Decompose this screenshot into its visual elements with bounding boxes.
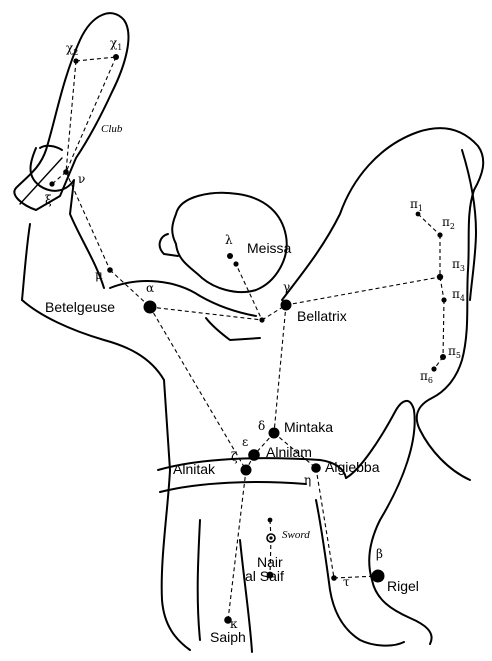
star-pi3 bbox=[437, 274, 443, 280]
greek-epsilon: ε bbox=[242, 435, 248, 449]
line-bellatrix-mintaka bbox=[274, 305, 286, 433]
line-pi1-pi2 bbox=[418, 214, 440, 235]
star-nu bbox=[63, 169, 69, 175]
annotation-sword: Sword bbox=[282, 529, 310, 541]
star-rigel bbox=[372, 570, 385, 583]
star-pi6 bbox=[431, 366, 436, 371]
line-mu-betelgeuse bbox=[110, 270, 150, 307]
greek-zeta: ζ bbox=[231, 450, 238, 464]
greek-pi3: π3 bbox=[452, 257, 465, 273]
greek-pi2: π2 bbox=[442, 215, 455, 231]
greek-alpha: α bbox=[146, 281, 154, 295]
star-chi1 bbox=[113, 54, 119, 60]
greek-nu: ν bbox=[78, 172, 85, 186]
star-meissa bbox=[227, 253, 233, 259]
greek-tau: τ bbox=[343, 575, 350, 589]
star-tau bbox=[331, 575, 337, 581]
line-chi2-nu bbox=[66, 61, 76, 172]
greek-pi4: π4 bbox=[452, 287, 465, 303]
annotation-club: Club bbox=[101, 123, 123, 135]
star-xi bbox=[49, 181, 54, 186]
annotations: Club Sword bbox=[101, 123, 310, 541]
star-meissa-companion bbox=[233, 261, 238, 266]
star-mintaka bbox=[269, 428, 280, 439]
label-mintaka: Mintaka bbox=[284, 419, 333, 435]
orion-figure-outline bbox=[14, 13, 483, 652]
star-chi2 bbox=[73, 58, 78, 63]
star-orion-nebula-core bbox=[269, 536, 272, 539]
line-bellatrix-pi3 bbox=[286, 277, 440, 305]
label-alnitak: Alnitak bbox=[173, 461, 216, 477]
line-chi2-chi1 bbox=[76, 57, 116, 61]
star-alnitak bbox=[241, 465, 252, 476]
label-meissa: Meissa bbox=[247, 240, 292, 256]
star-betelgeuse bbox=[144, 301, 157, 314]
greek-pi6: π6 bbox=[420, 369, 433, 385]
greek-chi2: χ2 bbox=[66, 41, 78, 57]
star-alnilam bbox=[248, 449, 260, 461]
star-pi2 bbox=[437, 232, 442, 237]
label-saiph: Saiph bbox=[210, 629, 246, 645]
line-algiebba-tau bbox=[316, 468, 334, 578]
line-chi1-nu bbox=[66, 57, 116, 172]
greek-lambda: λ bbox=[225, 233, 233, 247]
greek-eta: η bbox=[304, 473, 311, 487]
star-sword-upper bbox=[268, 518, 273, 523]
star-algiebba bbox=[311, 463, 321, 473]
line-pi4-pi5 bbox=[443, 300, 444, 357]
greek-chi1: χ1 bbox=[110, 36, 122, 52]
greek-pi5: π5 bbox=[448, 344, 461, 360]
greek-gamma: γ bbox=[283, 280, 290, 294]
label-nair-line2: al Saif bbox=[245, 568, 284, 584]
label-bellatrix: Bellatrix bbox=[297, 308, 347, 324]
label-rigel: Rigel bbox=[387, 578, 419, 594]
line-pi3-pi4 bbox=[440, 277, 444, 300]
greek-delta: δ bbox=[258, 419, 265, 433]
label-alnilam: Alnilam bbox=[266, 444, 312, 460]
greek-pi1: π1 bbox=[410, 197, 423, 213]
star-pi4 bbox=[441, 297, 446, 302]
greek-beta: β bbox=[376, 547, 383, 561]
line-alnitak-saiph bbox=[228, 470, 246, 620]
greek-mu: μ bbox=[95, 268, 103, 282]
label-algiebba: Algiebba bbox=[325, 459, 380, 475]
star-bellatrix bbox=[281, 300, 292, 311]
greek-xi: ξ bbox=[45, 193, 52, 207]
star-mu bbox=[107, 267, 113, 273]
star-shoulder bbox=[259, 317, 264, 322]
greek-kappa: κ bbox=[230, 617, 238, 631]
star-pi5 bbox=[440, 354, 446, 360]
label-betelgeuse: Betelgeuse bbox=[45, 299, 115, 315]
